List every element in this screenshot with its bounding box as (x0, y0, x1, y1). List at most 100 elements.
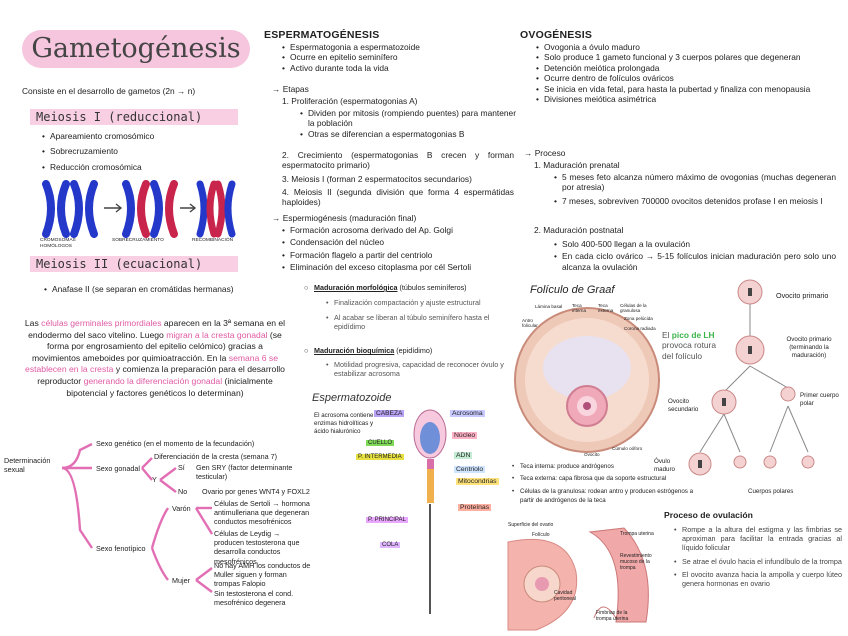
list-item: Ocurre en epitelio seminífero (282, 52, 508, 63)
list-item: Activo durante toda la vida (282, 63, 508, 74)
text-run: provoca rotura del folículo (662, 340, 716, 361)
tree-node: Sexo genético (en el momento de la fecun… (96, 439, 255, 448)
graaf-label: Células de la granulosa (620, 303, 647, 313)
tree-node: Gen SRY (factor determinante testicular) (196, 463, 293, 482)
list-item: El ovocito avanza hacia la ampolla y cue… (674, 570, 842, 588)
graaf-title: Folículo de Graaf (530, 284, 615, 296)
sperm-right-label: Mitocondrias (456, 478, 499, 485)
ovulation-label: Trompa uterina (620, 531, 654, 537)
meiosis1-list: Apareamiento cromosómico Sobrecruzamient… (42, 131, 250, 173)
meiosis2-title: Meiosis II (ecuacional) (30, 256, 238, 272)
graaf-label: Teca interna (572, 303, 587, 313)
espermiogenesis-heading: → Espermiogénesis (maduración final) (272, 213, 417, 223)
note-text: (epidídimo) (396, 346, 433, 355)
chromosome-illustration (42, 180, 236, 238)
highlight-text: células germinales primordiales (41, 318, 162, 328)
ovogenesis-title: OVOGÉNESIS (520, 29, 593, 41)
ovo-label: Ovocito secundario (668, 398, 699, 413)
list-item: Otras se diferencian a espermatogonias B (300, 129, 516, 140)
highlight-text: semana 6 se establecen en la cresta (25, 352, 278, 375)
tree-node: Células de Leydig → producen testosteron… (214, 529, 300, 566)
list-item: Finalización compactación y ajuste estru… (326, 298, 514, 307)
heading-text: Maduración bioquímica (314, 346, 395, 355)
page-title: Gametogénesis (22, 30, 250, 68)
ovulation-list: Rompe a la altura del estigma y las fimb… (674, 525, 842, 588)
list-item: Apareamiento cromosómico (42, 131, 250, 142)
graaf-label: Lámina basal (535, 304, 563, 309)
highlight-text: migran a la cresta gonadal (166, 329, 268, 340)
list-item: Detención meiótica prolongada (536, 63, 836, 74)
heading-text: Maduración morfológica (314, 283, 398, 292)
acrosoma-note: El acrosoma contiene enzimas hidrolítica… (314, 412, 374, 435)
graaf-label: Zona pelúcida (624, 316, 653, 321)
maduracion-morfologica: ○Maduración morfológica (túbulos seminíf… (304, 283, 467, 292)
list-item: Solo produce 1 gameto funcional y 3 cuer… (536, 52, 836, 63)
text-run: y comienza la preparación para el desarr… (37, 364, 285, 386)
tree-node: Sexo gonadal (96, 464, 140, 473)
sperm-label-cola: COLA (380, 542, 401, 548)
sperm-right-label: Proteínas (458, 504, 492, 511)
tree-node: Sí (178, 463, 185, 472)
chromosome-label: SOBRECRUZAMIENTO (112, 238, 164, 243)
text-run: El (662, 330, 672, 340)
graaf-label: Corona radiada (624, 326, 656, 331)
list-item: Se inicia en vida fetal, para hasta la p… (536, 84, 836, 95)
ovo-label: Ovocito primario (terminando la maduraci… (786, 336, 832, 359)
ovogenesis-list: Ovogonia a óvulo maduro Solo produce 1 g… (536, 42, 836, 105)
text-run: (inicialmente bipotencial y factores gen… (66, 375, 273, 398)
chromosome-pair-homologous (42, 180, 98, 238)
tree-node: No (178, 487, 188, 496)
graaf-label: Teca externa (598, 303, 614, 313)
etapas-heading: → Etapas (272, 84, 309, 94)
sperm-right-label: ADN (454, 452, 473, 459)
sperm-right-label: Centriolo (454, 466, 486, 473)
tree-node: Ovario por genes WNT4 y FOXL2 (202, 487, 310, 496)
espermiogenesis-list: Formación acrosoma derivado del Ap. Golg… (282, 225, 520, 273)
ovulation-label: Folículo (532, 532, 550, 538)
list-item: Se atrae el óvulo hacia el infundíbulo d… (674, 557, 842, 566)
chromosome-pair-recombined (196, 180, 236, 238)
tree-node: Varón (172, 504, 191, 513)
meiosis1-title: Meiosis I (reduccional) (30, 109, 238, 125)
text-run: (se forma por engrosamiento del epitelio… (31, 329, 282, 363)
arrow-icon (180, 203, 197, 213)
list-item: Espermatogonia a espermatozoide (282, 42, 508, 53)
maduracion-bioquimica: ○Maduración bioquímica (epidídimo) (304, 346, 433, 355)
etapa-1: 1. Proliferación (espermatogonias A) (282, 96, 418, 106)
list-item: Ovogonia a óvulo maduro (536, 42, 836, 53)
etapa-3: 3. Meiosis I (forman 2 espermatocitos se… (282, 174, 472, 184)
postnatal-heading: 2. Maduración postnatal (534, 225, 624, 235)
tree-node: No hay AMH los conductos de Muller sigue… (214, 561, 311, 589)
list-item: 7 meses, sobreviven 700000 ovocitos dete… (554, 196, 836, 207)
sperm-right-label: Núcleo (452, 432, 478, 439)
ovulation-label: Cavidad peritoneal (554, 590, 576, 602)
chromosome-label: RECOMBINACIÓN (192, 238, 234, 243)
list-item: Rompe a la altura del estigma y las fimb… (674, 525, 842, 553)
ovo-label: Cuerpos polares (748, 488, 794, 495)
espermatogenesis-list: Espermatogonia a espermatozoide Ocurre e… (282, 42, 508, 74)
arrow-icon (104, 203, 123, 213)
prenatal-heading: 1. Maduración prenatal (534, 160, 620, 170)
intro-text: Consiste en el desarrollo de gametos (2n… (22, 86, 196, 96)
list-item: Eliminación del exceso citoplasma por cé… (282, 262, 520, 273)
ovulation-label: Fimbrias de la trompa uterina (596, 610, 629, 622)
list-item: En cada ciclo ovárico → 5-15 folículos i… (554, 251, 836, 272)
tree-node: Sexo fenotípico (96, 544, 146, 553)
tree-root: Determinación sexual (4, 456, 51, 475)
list-item: Células de la granulosa: rodean antro y … (512, 487, 700, 506)
graaf-follicle-illustration (514, 307, 660, 453)
sperm-right-label: Acrosoma (450, 410, 485, 417)
sperm-illustration (413, 409, 447, 614)
tree-node: Y (152, 475, 157, 484)
ovulation-label: Superficie del ovario (508, 522, 554, 528)
list-item: Divisiones meiótica asimétrica (536, 94, 836, 105)
list-item: Anafase II (se separan en cromátidas her… (44, 284, 252, 295)
meiosis2-list: Anafase II (se separan en cromátidas her… (44, 284, 252, 295)
ovo-label: Primer cuerpo polar (800, 392, 839, 407)
tree-node: Diferenciación de la cresta (semana 7) (154, 452, 278, 461)
etapa-4: 4. Meiosis II (segunda división que form… (282, 187, 514, 208)
highlight-text: pico de LH (671, 330, 715, 340)
sexual-tree-lines (61, 442, 214, 593)
ovulation-title: Proceso de ovulación (664, 510, 753, 520)
teca-list: Teca interna: produce andrógenos Teca ex… (512, 462, 700, 506)
